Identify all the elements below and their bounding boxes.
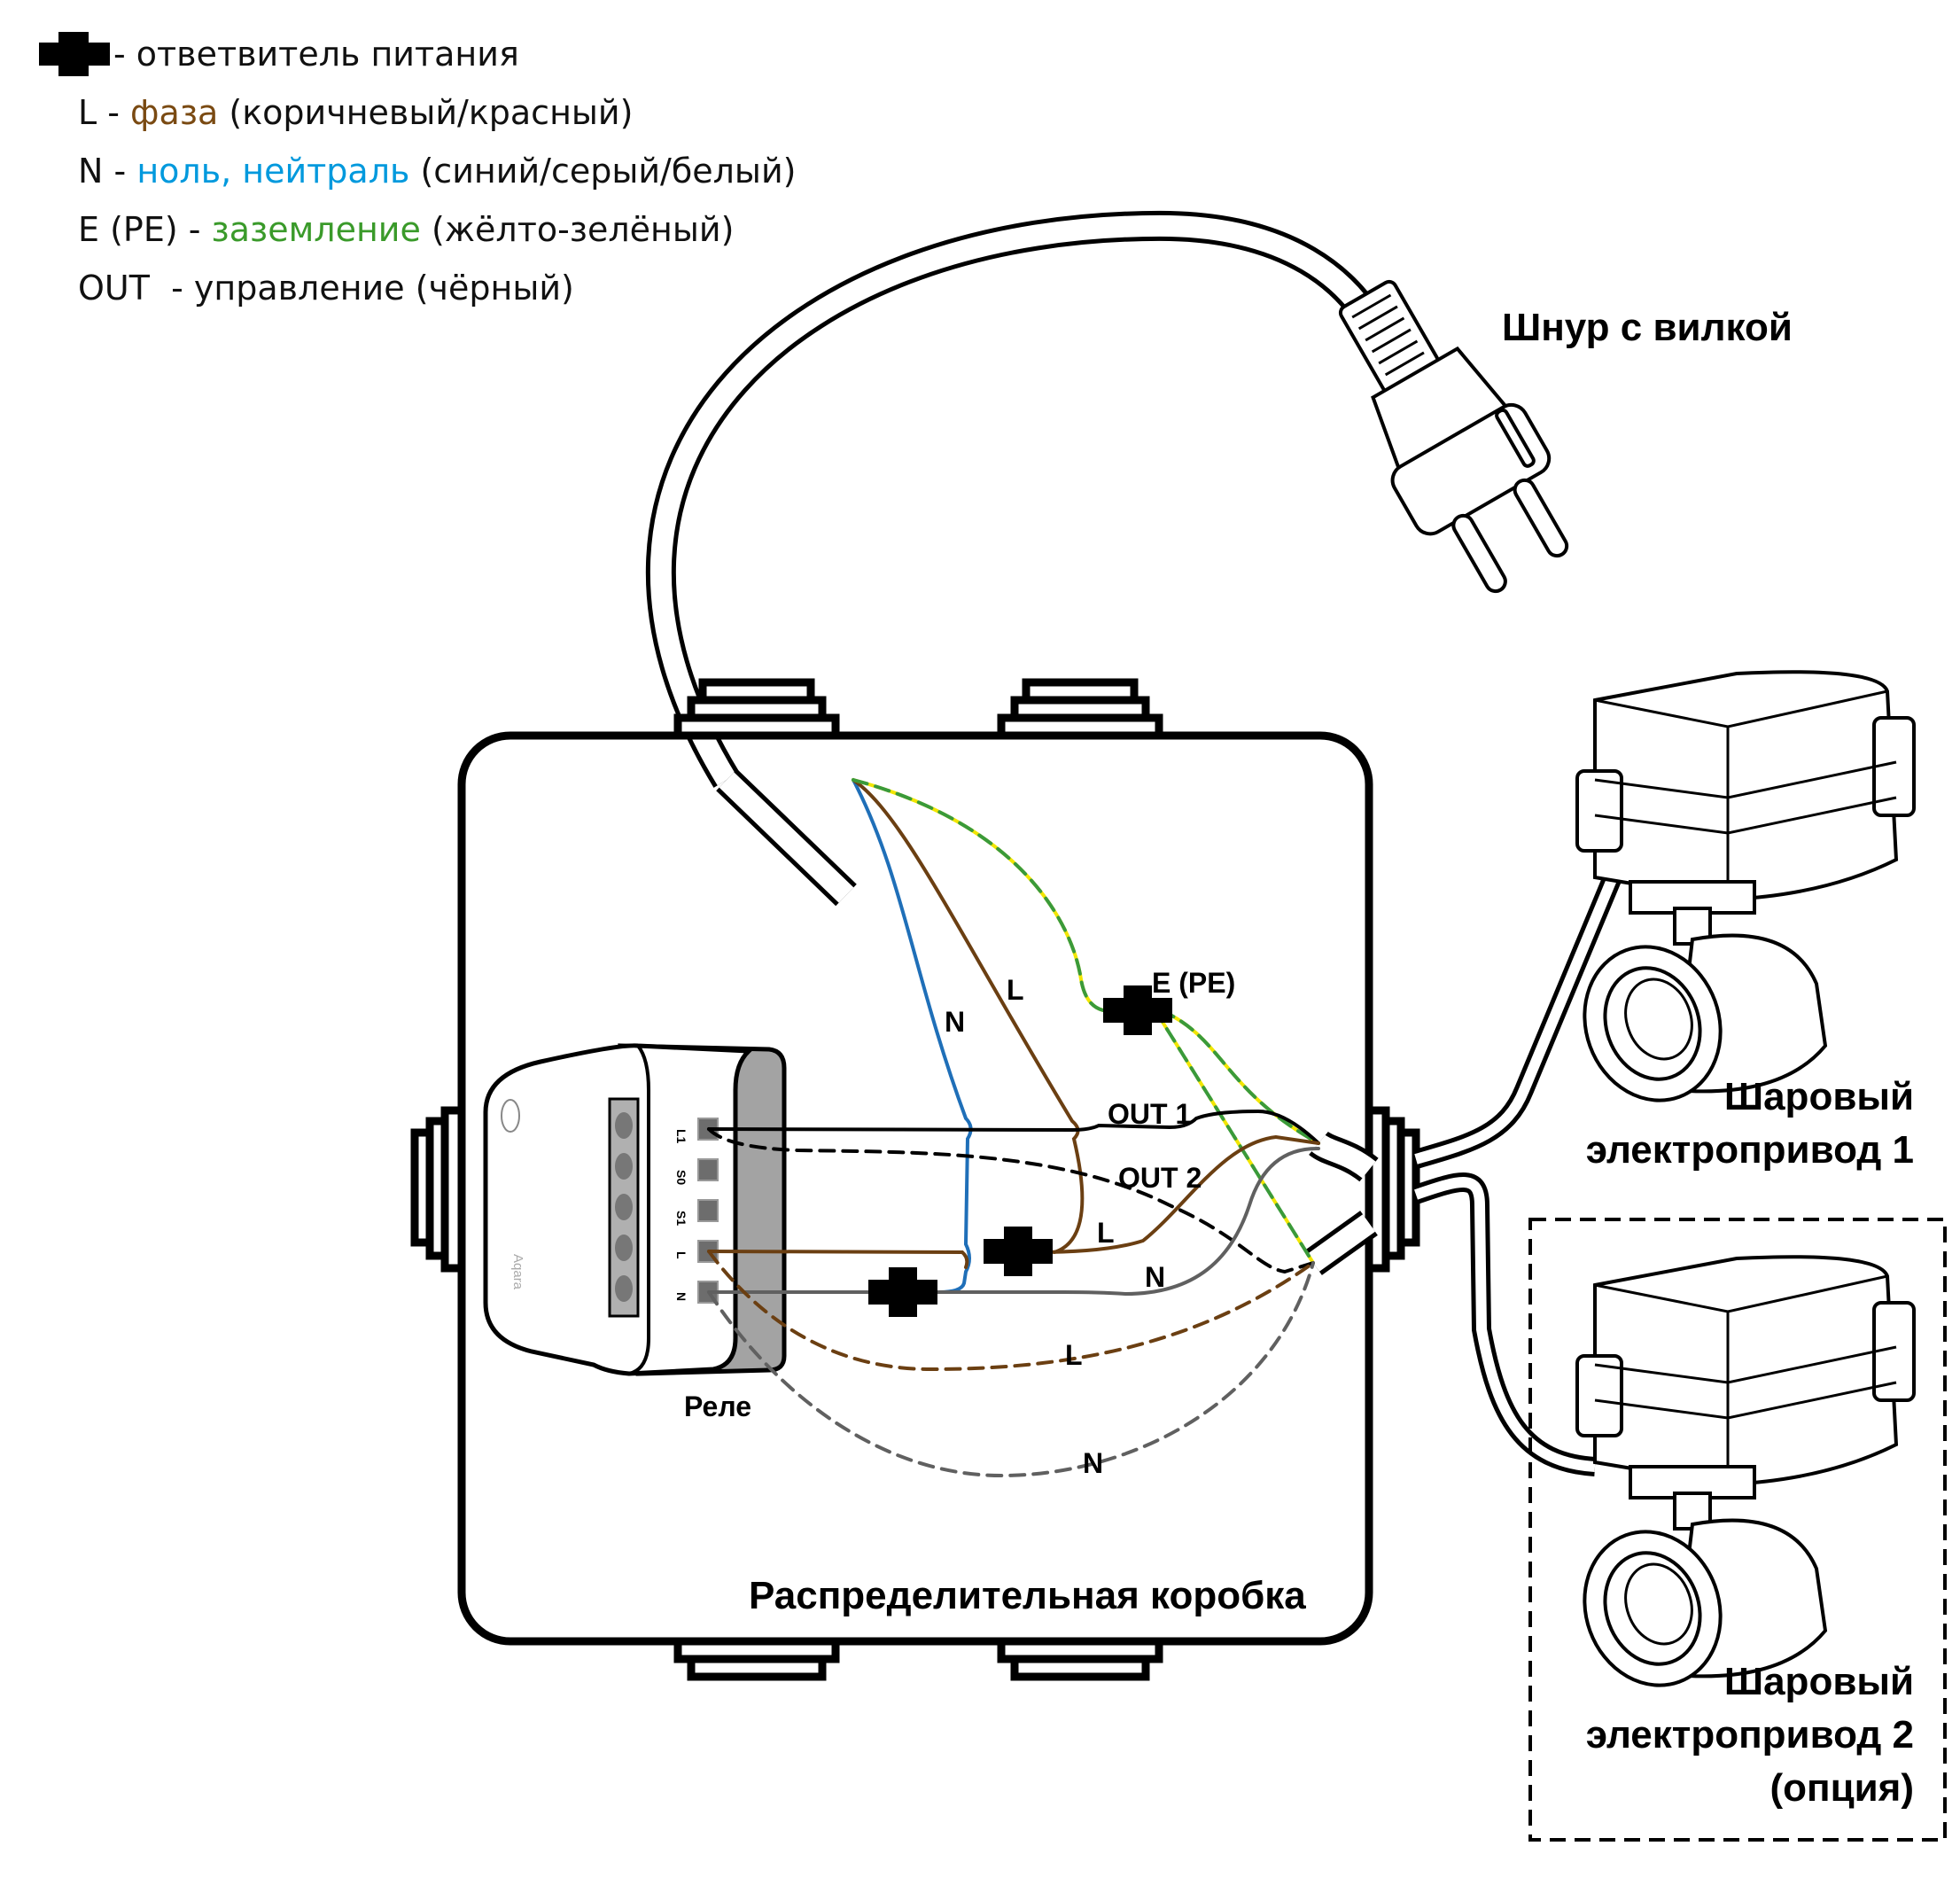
ball-valve-actuator-2-icon	[1575, 1255, 1916, 1687]
splice-connector-n	[868, 1267, 937, 1317]
plug-label: Шнур с вилкой	[1502, 306, 1793, 349]
valve-cable-stubs	[1304, 1131, 1379, 1275]
cable-gland-bottom-left	[673, 1637, 840, 1681]
wire-label-l-in: L	[1007, 974, 1024, 1006]
cable-gland-left	[410, 1106, 466, 1273]
terminal-label-s1: S1	[674, 1211, 688, 1226]
relay: Aqara L1 S0 S1 L N	[483, 1043, 787, 1376]
wire-pe-out1	[1159, 1009, 1320, 1145]
power-cord	[645, 210, 1382, 788]
legend-item-l: L - фаза (коричневый/красный)	[78, 93, 633, 132]
wire-label-n-in: N	[945, 1006, 965, 1038]
wire-n-relay	[707, 1146, 1320, 1297]
wire-l-relay	[707, 1250, 969, 1269]
splice-connector-icon	[39, 32, 110, 76]
wire-label-out2: OUT 2	[1118, 1162, 1202, 1194]
valve2-label-line3: (опция)	[1769, 1766, 1914, 1810]
terminal-label-l1: L1	[674, 1129, 688, 1144]
wire-pe-in-green	[852, 778, 1105, 1012]
wire-label-l-out: L	[1097, 1217, 1115, 1249]
legend-item-n: N - ноль, нейтраль (синий/серый/белый)	[78, 152, 796, 191]
valve2-label-line1: Шаровый	[1724, 1660, 1914, 1703]
wire-out2	[707, 1127, 1315, 1274]
terminal-label-s0: S0	[674, 1170, 688, 1185]
cable-gland-right	[1365, 1106, 1420, 1273]
splice-connector-l	[984, 1227, 1053, 1276]
terminal-s0	[697, 1158, 719, 1181]
wire-label-l-opt: L	[1065, 1339, 1083, 1371]
valve-cables	[1412, 873, 1622, 1476]
valve2-label-line2: электропривод 2	[1586, 1713, 1914, 1756]
cable-gland-bottom-right	[997, 1637, 1163, 1681]
relay-label: Реле	[684, 1390, 751, 1422]
wire-label-pe: E (PE)	[1152, 967, 1235, 999]
wire-label-out1: OUT 1	[1108, 1098, 1191, 1130]
terminal-s1	[697, 1199, 719, 1222]
wire-pe-in-yellow	[852, 778, 1105, 1012]
cord-sheath-end	[716, 768, 857, 907]
legend-item-pe: E (PE) - заземление (жёлто-зелёный)	[78, 210, 734, 249]
legend-item-out: OUT - управление (чёрный)	[78, 269, 574, 308]
wire-l-opt	[707, 1250, 1315, 1372]
legend: - ответвитель питания L - фаза (коричнев…	[39, 32, 796, 308]
wires	[707, 778, 1320, 1478]
junction-box	[410, 678, 1420, 1681]
junction-box-label: Распределительная коробка	[749, 1574, 1306, 1617]
plug-icon	[1338, 279, 1569, 594]
legend-connector-text: - ответвитель питания	[113, 35, 519, 74]
wire-out1	[707, 1109, 1320, 1145]
cable-gland-top-left	[673, 678, 840, 740]
wire-label-n-opt: N	[1083, 1447, 1103, 1479]
relay-brand: Aqara	[510, 1254, 525, 1290]
wire-n-opt	[707, 1261, 1315, 1478]
wire-n-in	[852, 778, 973, 1294]
splice-connector-pe	[1103, 985, 1172, 1035]
valve1-label-line1: Шаровый	[1724, 1075, 1914, 1118]
terminal-label-n: N	[674, 1292, 688, 1301]
ball-valve-actuator-1-icon	[1575, 670, 1916, 1102]
wire-label-n-out: N	[1145, 1261, 1165, 1293]
wire-l-in	[852, 778, 1085, 1254]
cable-gland-top-right	[997, 678, 1163, 740]
wire-pe-out2	[1159, 1017, 1315, 1265]
optional-valve-frame	[1528, 1218, 1947, 1842]
relay-button-icon	[501, 1099, 520, 1133]
terminal-label-l: L	[674, 1251, 688, 1259]
valve1-label-line2: электропривод 1	[1586, 1128, 1914, 1172]
